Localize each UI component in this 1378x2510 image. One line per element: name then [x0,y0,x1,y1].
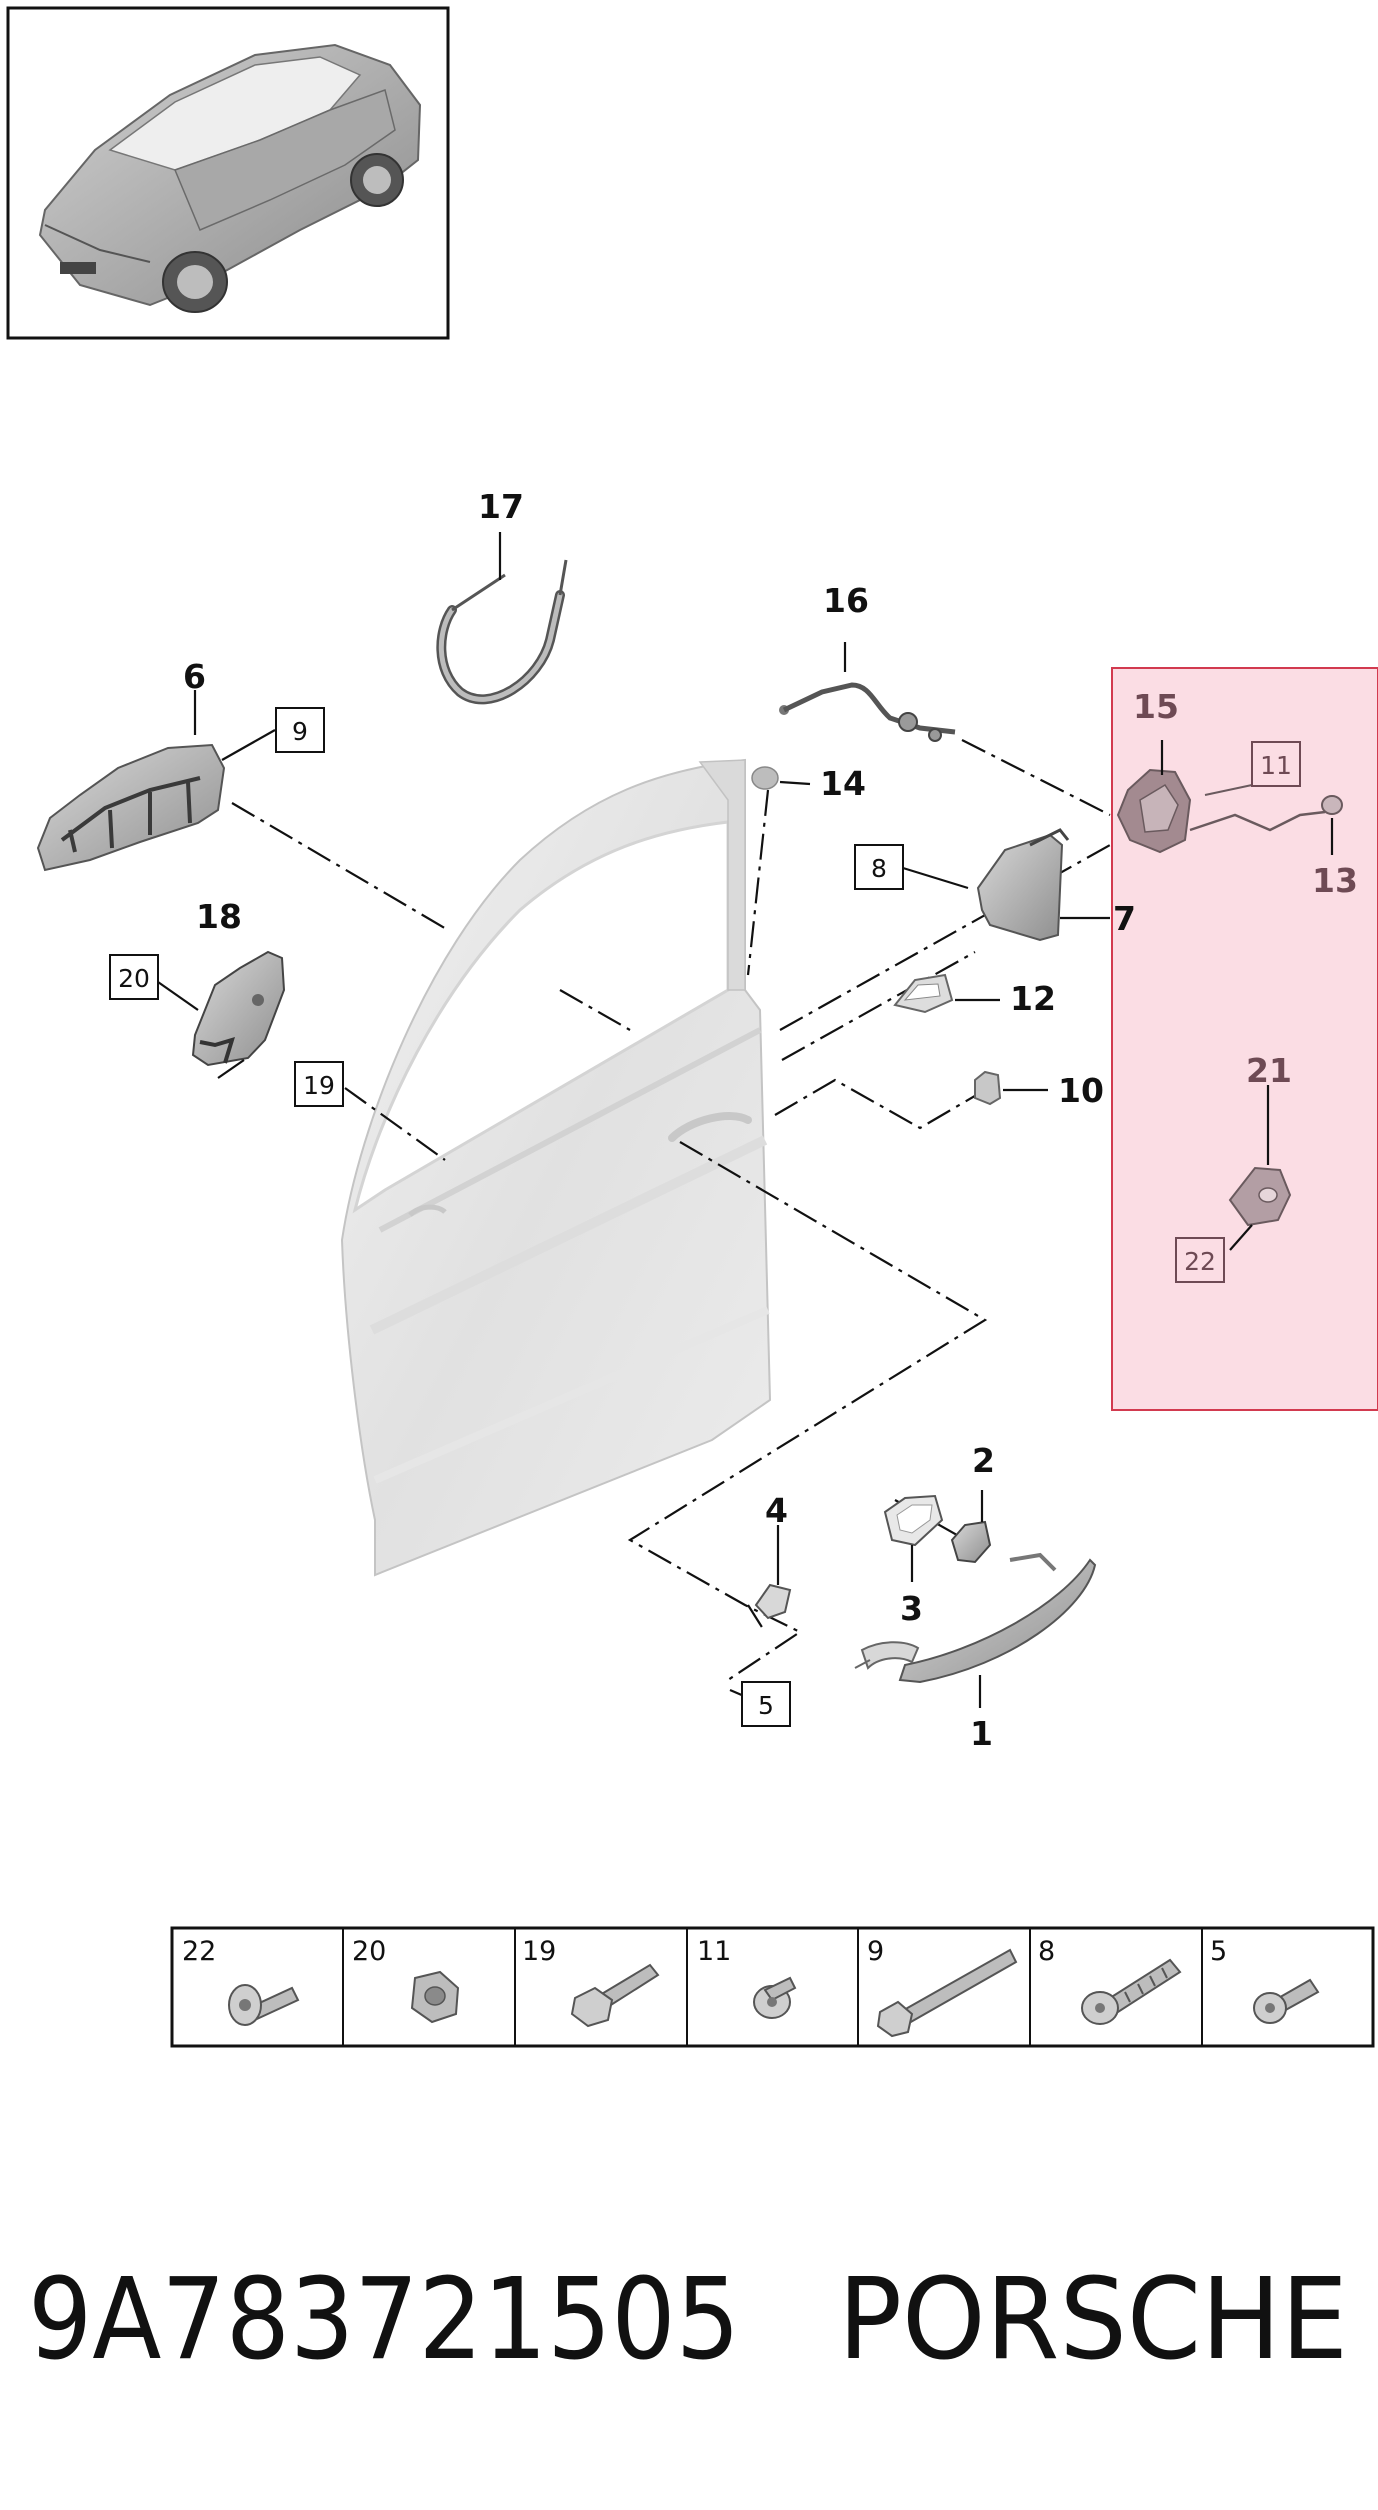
svg-text:11: 11 [1260,751,1292,780]
tapping-screw-icon [1081,1958,1182,2025]
svg-text:20: 20 [118,964,150,993]
boxed-callout-22: 22 [1175,1237,1225,1283]
grommet-13 [1321,795,1343,815]
short-screw-icon [1253,1978,1320,2024]
leader-lines [157,532,1334,1708]
boxed-callouts: 9 8 20 19 5 11 22 [109,707,1301,1727]
svg-text:20: 20 [352,1936,386,1967]
callout-2: 2 [972,1441,995,1480]
vehicle-thumbnail [6,6,450,340]
boxed-callout-8: 8 [854,844,904,890]
callout-1: 1 [970,1714,993,1753]
callout-7: 7 [1113,899,1136,938]
callouts: 17 16 6 14 7 12 10 18 4 2 3 1 15 13 21 [183,487,1358,1753]
callout-18: 18 [196,897,242,936]
fastener-cell-8: 8 [1038,1936,1182,2025]
cable-17 [436,559,568,705]
door-shell [340,758,772,1577]
cable-16 [779,682,956,742]
assembly-lines [231,739,1111,1681]
boxed-callout-11: 11 [1251,741,1301,787]
part-number: 9A783721505 [28,2255,740,2385]
long-bolt-icon [876,1948,1018,2038]
suv-illustration [38,43,422,313]
highlight-panel [1111,667,1378,1411]
callout-15: 15 [1133,687,1179,726]
lock-cylinder-2 [950,1520,992,1564]
footer: 9A783721505 PORSCHE [28,2255,1348,2385]
hex-nut-icon [410,1970,460,2024]
seal-12 [893,973,954,1014]
callout-14: 14 [820,764,866,803]
fastener-table: 22 20 19 11 [170,1926,1375,2048]
svg-text:9: 9 [292,717,308,746]
fastener-cell-9: 9 [867,1936,1018,2038]
svg-text:8: 8 [871,854,887,883]
callout-3: 3 [900,1589,923,1628]
fastener-cell-11: 11 [697,1936,797,2019]
svg-text:11: 11 [697,1936,731,1967]
svg-text:5: 5 [758,1691,774,1720]
svg-text:22: 22 [182,1936,216,1967]
door-lock-15 [1116,768,1326,854]
svg-text:19: 19 [522,1936,556,1967]
brand-name: PORSCHE [838,2255,1348,2385]
fastener-cell-22: 22 [182,1936,300,2026]
boxed-callout-9: 9 [275,707,325,753]
svg-text:19: 19 [303,1071,335,1100]
svg-text:8: 8 [1038,1936,1055,1967]
bolt-icon [228,1984,300,2026]
fastener-cell-20: 20 [352,1936,460,2024]
callout-16: 16 [823,581,869,620]
callout-6: 6 [183,657,206,696]
callout-12: 12 [1010,979,1056,1018]
door-handle-1 [854,1552,1097,1684]
handle-bracket-3 [883,1494,944,1547]
svg-text:5: 5 [1210,1936,1227,1967]
bracket-10 [974,1070,1002,1106]
callout-10: 10 [1058,1071,1104,1110]
lock-cover-7 [976,828,1070,942]
callout-21: 21 [1246,1051,1292,1090]
striker-21 [1228,1166,1292,1227]
stud-bolt-icon [570,1963,660,2028]
window-regulator-frame [36,743,226,872]
window-motor-18 [191,950,286,1067]
callout-4: 4 [765,1491,788,1530]
flange-screw-icon [753,1976,797,2019]
gasket-4 [754,1583,792,1620]
svg-text:9: 9 [867,1936,884,1967]
fastener-cell-5: 5 [1210,1936,1320,2024]
boxed-callout-19: 19 [294,1061,344,1107]
callout-13: 13 [1312,861,1358,900]
boxed-callout-5: 5 [741,1681,791,1727]
svg-text:22: 22 [1184,1247,1216,1276]
callout-17: 17 [478,487,524,526]
cap-14 [751,766,779,790]
fastener-cell-19: 19 [522,1936,660,2028]
boxed-callout-20: 20 [109,954,159,1000]
